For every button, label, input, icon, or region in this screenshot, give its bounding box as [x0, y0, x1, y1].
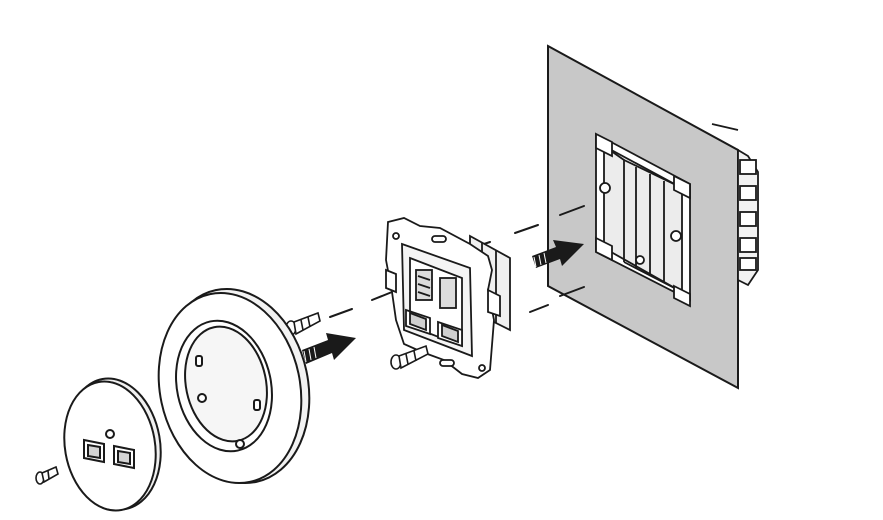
flush-box [595, 123, 759, 308]
usb-insert-module [385, 217, 511, 379]
screw-lower [390, 344, 429, 370]
usb-cover-plate [63, 377, 162, 512]
insert-arrow-left [302, 333, 356, 364]
frame-ring [157, 287, 311, 485]
insert-arrow-right [532, 240, 584, 268]
mounting-screws [285, 311, 429, 370]
cover-screw [35, 465, 59, 485]
